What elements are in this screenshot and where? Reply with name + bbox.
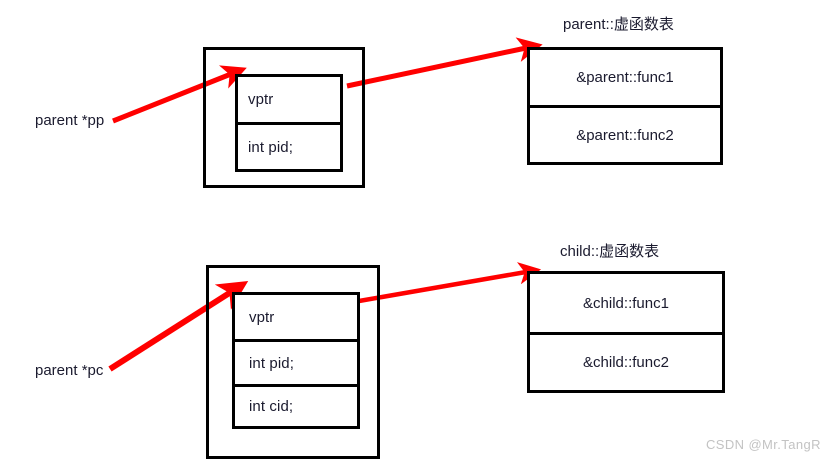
child-vtable-entry-func1: &child::func1 [583, 294, 669, 312]
parent-vtable-entry-func1: &parent::func1 [576, 69, 674, 86]
parent-vtable-box: &parent::func1 &parent::func2 [527, 47, 723, 165]
child-field-vptr: vptr [249, 308, 275, 326]
parent-object-box [203, 47, 365, 188]
csdn-watermark: CSDN @Mr.TangR [706, 437, 821, 452]
pointer-label-pp: parent *pp [35, 112, 105, 129]
child-field-cid: int cid; [235, 384, 357, 426]
child-vtable-title: child::虚函数表 [560, 243, 660, 260]
child-field-pid: int pid; [235, 339, 357, 384]
arrow-parent-vptr-to-vtable [346, 37, 543, 89]
parent-vtable-entry-func2: &parent::func2 [530, 105, 720, 162]
parent-object-layout: vptr int pid; [235, 74, 343, 172]
child-vtable-entry-func2: &child::func2 [530, 332, 722, 390]
child-vtable-box: &child::func1 &child::func2 [527, 271, 725, 393]
child-object-layout: vptr int pid; int cid; [232, 292, 360, 429]
parent-field-vptr: vptr [248, 91, 274, 108]
child-object-box [206, 265, 380, 459]
pointer-label-pc: parent *pc [35, 362, 104, 379]
arrow-child-vptr-to-vtable [358, 262, 542, 304]
parent-field-pid: int pid; [238, 122, 340, 169]
parent-vtable-title: parent::虚函数表 [563, 16, 674, 33]
